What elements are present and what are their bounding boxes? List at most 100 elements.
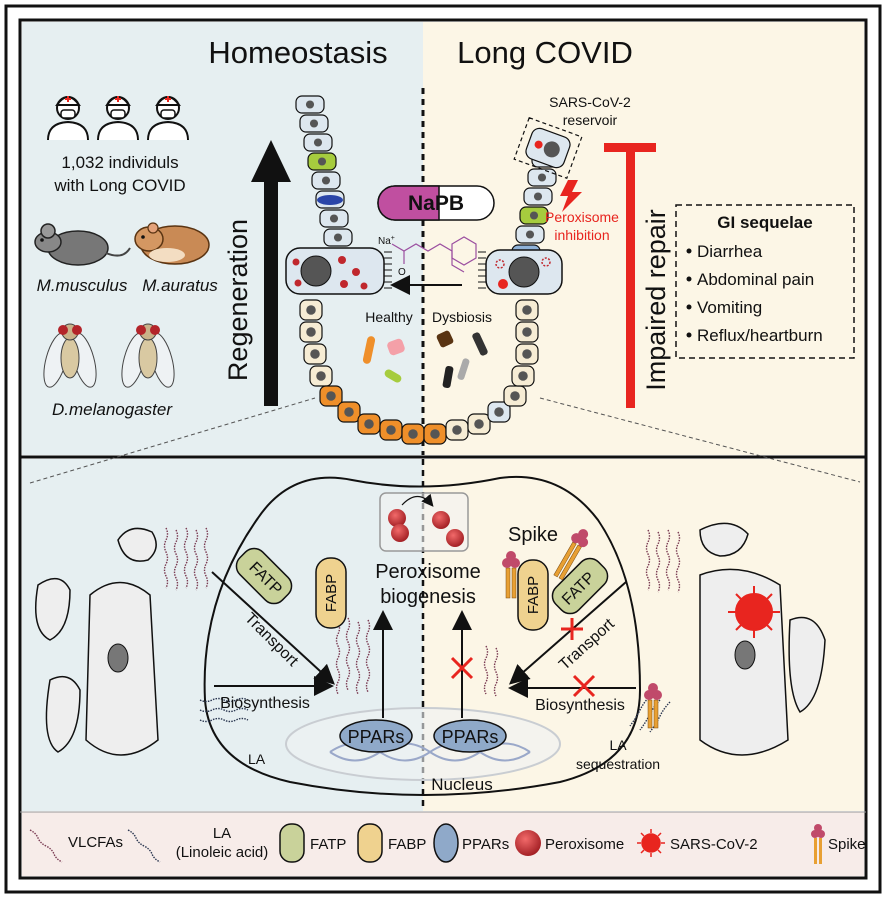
ppars-right (433, 719, 507, 753)
transport-arrow-right (508, 581, 627, 685)
fatp-right (551, 557, 609, 615)
peroxisome-biogenesis-line1: Peroxisome (375, 561, 481, 583)
legend-spike-icon (811, 824, 825, 864)
cell-nucleus (364, 419, 374, 429)
cell-nucleus (522, 305, 532, 315)
oxygen-label: O (398, 267, 406, 278)
outer-border (4, 4, 882, 894)
cell-nucleus (525, 230, 535, 239)
inner-border (18, 18, 868, 880)
gi-sequelae-box (675, 204, 855, 359)
cell-nucleus (321, 176, 331, 185)
vlcfa-outside-right (645, 529, 681, 593)
cohort-line1: 1,032 individuls (61, 153, 178, 172)
cell-nucleus (537, 173, 547, 182)
cell-nucleus (518, 371, 528, 381)
spike-icon (553, 529, 589, 581)
napb-structure-icon (391, 236, 477, 273)
legend-vlcfa-icon (29, 829, 63, 863)
cell-nucleus (317, 157, 327, 166)
nucleus-label: Nucleus (431, 775, 492, 794)
gi-sequelae-title: GI sequelae (717, 213, 812, 232)
reservoir-line2: reservoir (563, 112, 618, 128)
spike-icon (644, 683, 662, 729)
ppars-left (339, 719, 413, 753)
cell-nucleus (533, 192, 543, 201)
doctor-icons (47, 96, 189, 141)
blocked-biosynthesis-icon (572, 674, 596, 698)
blocked-x-icon (450, 656, 474, 680)
cell-nucleus (529, 211, 539, 220)
impaired-repair-inhibition (604, 143, 656, 408)
cell-nucleus (309, 119, 319, 128)
perox-inhibition-line1: Peroxisome (545, 209, 619, 225)
napb-label: NaPB (408, 192, 464, 215)
cell-nucleus (329, 214, 339, 223)
napb-badge (377, 185, 495, 221)
healthy-label: Healthy (365, 309, 412, 325)
legend-ppars-icon (433, 823, 459, 863)
fabp-left-label: FABP (323, 574, 340, 612)
fatp-left (235, 547, 293, 605)
la-sequestration-line1: LA (609, 737, 627, 753)
cell-nucleus (316, 371, 326, 381)
legend-spike: Spike (828, 836, 866, 853)
regeneration-arrow (251, 140, 291, 406)
long-covid-bg (423, 22, 864, 455)
enterocyte-healthy (285, 247, 392, 295)
fly-label: D.melanogaster (52, 400, 173, 419)
legend-peroxisome: Peroxisome (545, 836, 624, 853)
cell-nucleus (313, 138, 323, 147)
peroxisome-biogenesis-line2: biogenesis (380, 586, 476, 608)
enterocyte-long-covid (478, 249, 563, 295)
sodium-label: Na+ (378, 235, 395, 247)
gi-item: Diarrhea (697, 242, 763, 261)
spike-icon (502, 551, 520, 599)
legend-vlcfas: VLCFAs (68, 834, 123, 851)
legend-la-line2: (Linoleic acid) (176, 844, 269, 861)
legend-fatp: FATP (310, 836, 346, 853)
legend-sars-icon (637, 829, 665, 857)
legend-peroxisome-icon (515, 830, 541, 856)
perox-inhibition-line2: inhibition (554, 227, 609, 243)
ppars-left-label: PPARs (348, 727, 405, 747)
vlcfa-cluster-right (483, 645, 499, 697)
cell-nucleus (306, 327, 316, 337)
dysbiosis-microbes (436, 330, 488, 389)
blocked-transport-icon (561, 618, 583, 640)
peroxisome-division-icon (388, 493, 464, 547)
cell-nucleus (510, 391, 520, 401)
homeostasis-title: Homeostasis (208, 35, 387, 70)
ppars-right-label: PPARs (442, 727, 499, 747)
legend-la-icon (127, 829, 161, 863)
fabp-right (517, 559, 549, 631)
reservoir-line1: SARS-CoV-2 (549, 94, 631, 110)
legend-fatp-icon (279, 823, 305, 863)
sars-cov-2-icon (728, 586, 780, 638)
fabp-right-label: FABP (525, 576, 542, 614)
cohort-line2: with Long COVID (53, 176, 185, 195)
mouse-label: M.musculus (37, 276, 128, 295)
neighbor-nucleus (734, 640, 756, 670)
neighbor-nucleus (107, 643, 129, 673)
legend-fabp-icon (357, 823, 383, 863)
cell-nucleus (430, 429, 440, 439)
cell-nucleus (522, 327, 532, 337)
hamster-icon (134, 222, 210, 265)
tuft-cell (317, 195, 343, 205)
cell-nucleus (310, 349, 320, 359)
long-covid-title: Long COVID (457, 35, 633, 70)
cell-nucleus (305, 100, 315, 109)
cell-nucleus (306, 305, 316, 315)
cell-nucleus (522, 349, 532, 359)
gi-item: Abdominal pain (697, 270, 814, 289)
legend-fabp: FABP (388, 836, 426, 853)
legend: VLCFAs LA (Linoleic acid) FATP FABP PPAR… (29, 823, 866, 864)
legend-ppars: PPARs (462, 836, 509, 853)
legend-la-line1: LA (213, 825, 231, 842)
cell-nucleus (474, 419, 484, 429)
la-molecules-left (199, 697, 249, 723)
regeneration-label: Regeneration (223, 219, 253, 381)
cell-nucleus (494, 407, 504, 417)
